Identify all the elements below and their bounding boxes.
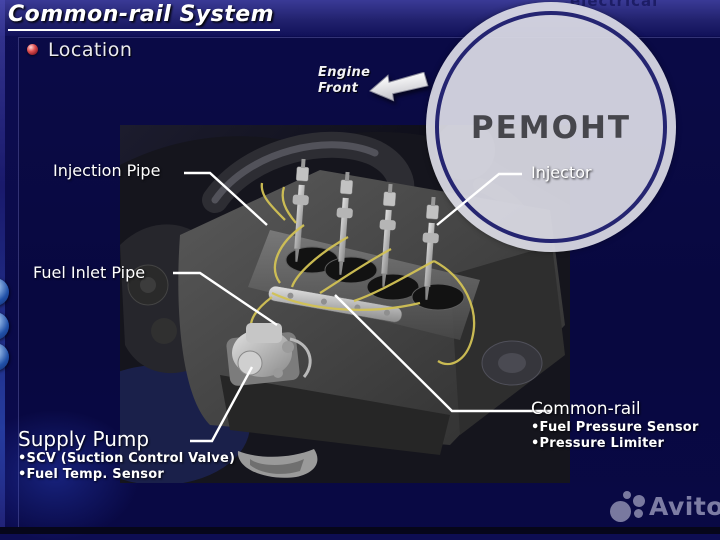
block-lower-shade bbox=[220, 375, 450, 455]
avito-circles-icon bbox=[610, 489, 646, 523]
supply-pump-title: Supply Pump bbox=[18, 427, 150, 451]
red-sphere-bullet-icon bbox=[27, 44, 38, 55]
lower-pulley bbox=[151, 318, 177, 344]
nav-sphere-button-2[interactable] bbox=[0, 312, 9, 340]
left-arrow-icon bbox=[369, 72, 429, 102]
oil-pan-shade bbox=[250, 459, 304, 474]
section-heading: Location bbox=[48, 39, 133, 61]
injector-3 bbox=[379, 183, 397, 287]
label-injector: Injector bbox=[531, 163, 592, 182]
clipped-top-text: electrical bbox=[570, 0, 659, 10]
nav-sphere-button-3[interactable] bbox=[0, 343, 9, 371]
bottom-strip bbox=[0, 527, 720, 534]
injector-row bbox=[292, 158, 440, 300]
label-fuel-inlet-pipe: Fuel Inlet Pipe bbox=[33, 263, 146, 282]
supply-pump-bullet-1: •SCV (Suction Control Valve) bbox=[18, 451, 236, 466]
front-pulley-hub bbox=[140, 277, 156, 293]
gear-housing-hub bbox=[498, 353, 526, 373]
label-block-supply-pump: Supply Pump •SCV (Suction Control Valve)… bbox=[18, 428, 235, 482]
common-rail-bullet-2: •Pressure Limiter bbox=[531, 435, 665, 451]
engine-front-label: Engine Front bbox=[318, 65, 370, 97]
label-injection-pipe: Injection Pipe bbox=[53, 161, 161, 180]
blue-glow bbox=[0, 410, 140, 540]
avito-text: Avito bbox=[649, 491, 720, 521]
avito-circle-top bbox=[623, 491, 631, 499]
avito-circle-mid bbox=[633, 495, 645, 507]
repair-stamp-watermark: РЕМОНТ bbox=[426, 2, 676, 252]
supply-pump-bullet-2: •Fuel Temp. Sensor bbox=[18, 466, 164, 482]
label-block-common-rail: Common-rail •Fuel Pressure Sensor •Press… bbox=[531, 399, 699, 451]
common-rail-title: Common-rail bbox=[531, 399, 641, 419]
engine-front-line2: Front bbox=[318, 81, 359, 96]
nav-sphere-button-1[interactable] bbox=[0, 278, 9, 306]
stamp-text: РЕМОНТ bbox=[470, 110, 632, 146]
common-rail-bullet-1: •Fuel Pressure Sensor bbox=[531, 420, 699, 435]
avito-circle-low bbox=[634, 509, 643, 518]
avito-watermark: Avito bbox=[610, 489, 720, 523]
injector-2 bbox=[336, 171, 354, 275]
injector-1 bbox=[292, 158, 310, 262]
engine-front-line1: Engine bbox=[318, 65, 371, 80]
left-edge-highlight bbox=[0, 0, 5, 534]
injector-4 bbox=[422, 196, 440, 300]
avito-circle-big bbox=[610, 501, 631, 522]
page-title: Common-rail System bbox=[8, 2, 281, 31]
